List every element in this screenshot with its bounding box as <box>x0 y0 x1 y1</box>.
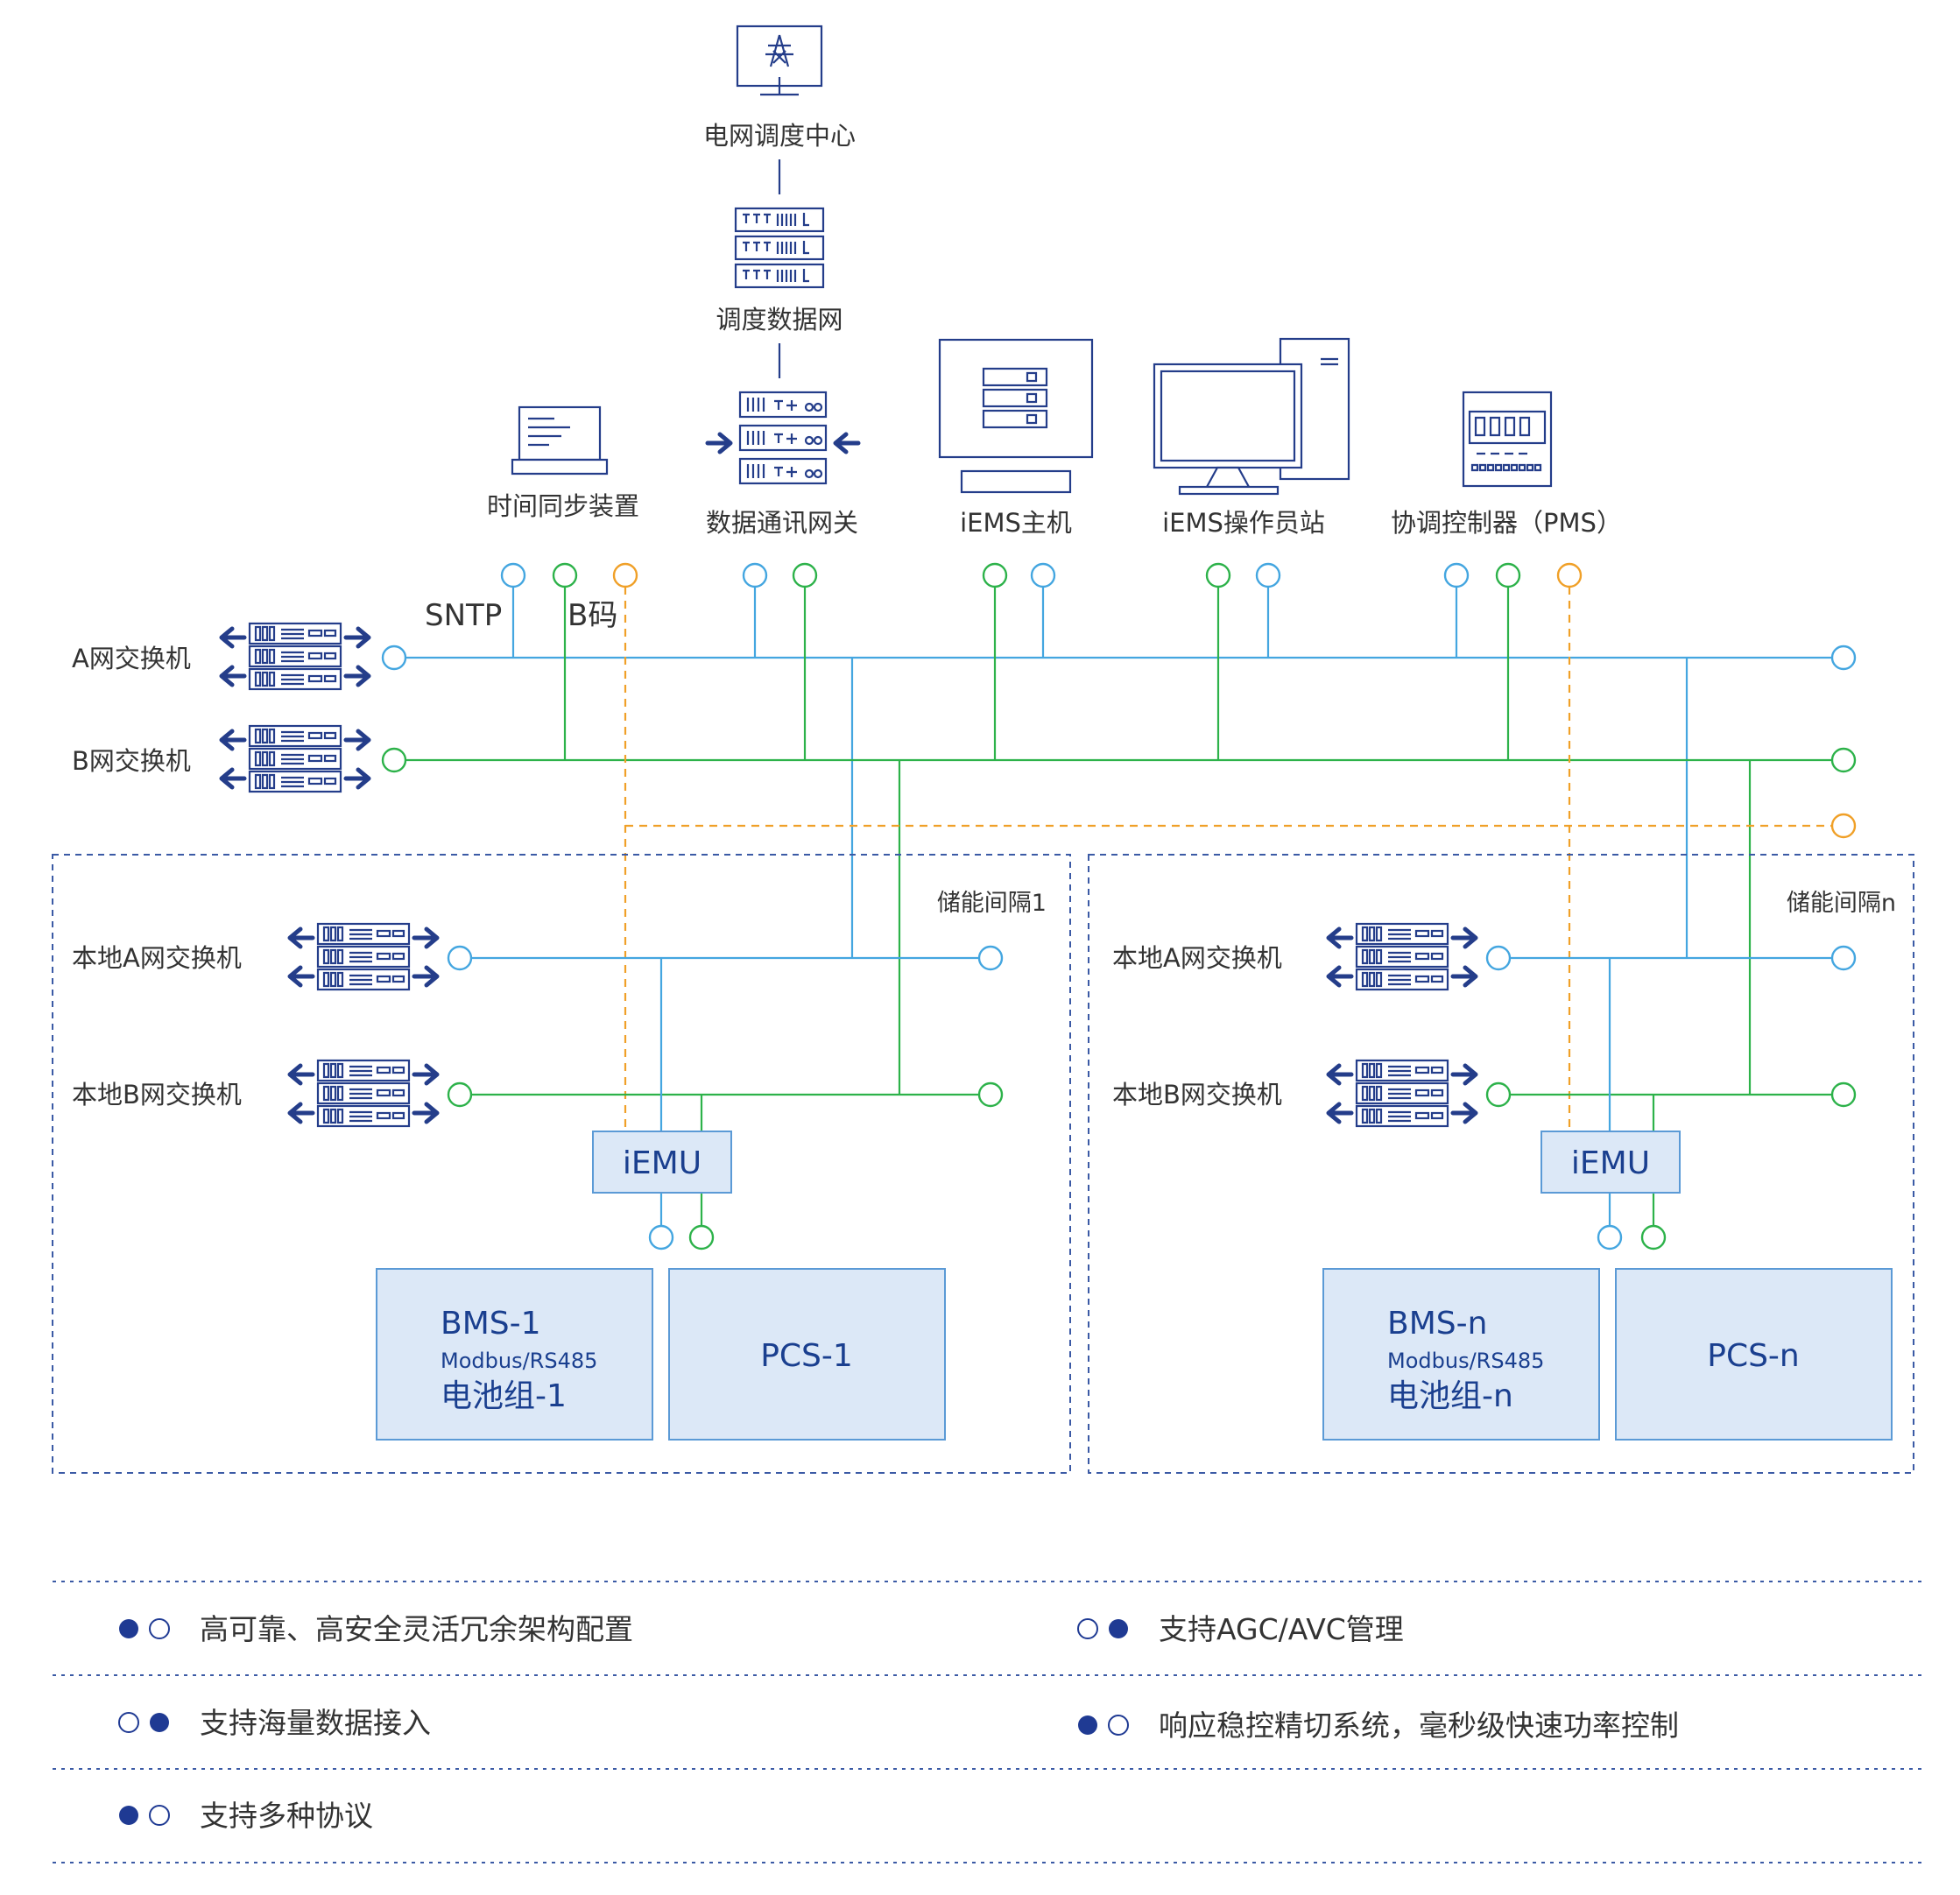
port-a <box>1255 562 1281 588</box>
port-a <box>381 645 407 671</box>
port-a <box>742 562 768 588</box>
iems-host-icon <box>938 338 1094 494</box>
time-sync-device-label: 时间同步装置 <box>487 491 639 521</box>
port-b <box>688 1224 715 1250</box>
a-network-bus <box>405 587 1832 958</box>
port-b <box>1495 562 1521 588</box>
port-sync <box>1556 562 1583 588</box>
bay-1-iemu-label: iEMU <box>623 1145 702 1181</box>
bay-n-local-b-switch-icon <box>1329 1060 1476 1126</box>
coordination-controller-icon <box>1462 391 1553 488</box>
port-b <box>381 747 407 773</box>
feature-bullet-icon <box>119 1618 170 1639</box>
grid-dispatch-center-icon <box>736 25 823 96</box>
port-b <box>1205 562 1231 588</box>
bay-n-pcs-label: PCS-n <box>1707 1338 1800 1374</box>
feature-item: 响应稳控精切系统，毫秒级快速功率控制 <box>1159 1708 1679 1743</box>
bay-1-zone <box>52 854 1071 1474</box>
feature-bullet-icon <box>119 1805 170 1826</box>
bay-n-local-b-label: 本地B网交换机 <box>1112 1080 1282 1110</box>
iems-host-label: iEMS主机 <box>960 508 1072 538</box>
bay-n-local-a-switch-icon <box>1329 924 1476 990</box>
feature-bullet-icon <box>1077 1618 1128 1639</box>
bay-1-bms-label: BMS-1 <box>441 1306 541 1342</box>
bay-n-local-a-label: 本地A网交换机 <box>1112 943 1282 973</box>
port-b <box>792 562 818 588</box>
port-a <box>1830 945 1857 971</box>
time-sync-bus <box>624 587 1832 1130</box>
bay-1-pcs-label: PCS-1 <box>760 1338 853 1374</box>
port-a <box>1597 1224 1623 1250</box>
iems-operator-station-label: iEMS操作员站 <box>1162 508 1325 538</box>
port-b <box>447 1081 473 1108</box>
bay-1-bms-box <box>376 1268 653 1441</box>
bay-1-battery-label: 电池组-1 <box>441 1378 567 1414</box>
port-a <box>447 945 473 971</box>
port-b <box>1485 1081 1512 1108</box>
sntp-label: SNTP <box>425 598 502 633</box>
bay-1-iemu <box>592 1131 732 1194</box>
bay-1-pcs-box <box>668 1268 946 1441</box>
a-net-switch-label: A网交换机 <box>72 644 191 673</box>
bay-n-bms-box <box>1322 1268 1600 1441</box>
port-a <box>1830 645 1857 671</box>
bay-n-bms-protocol: Modbus/RS485 <box>1387 1349 1544 1373</box>
port-sync <box>612 562 638 588</box>
coordination-controller-label: 协调控制器（PMS） <box>1391 508 1622 538</box>
feature-bullet-icon <box>1078 1715 1129 1736</box>
bay-n-bms-label: BMS-n <box>1387 1306 1487 1342</box>
bay-n-zone <box>1088 854 1914 1474</box>
port-a <box>500 562 526 588</box>
feature-item: 支持AGC/AVC管理 <box>1159 1612 1404 1646</box>
bay-1-bms-protocol: Modbus/RS485 <box>441 1349 597 1373</box>
bay-n-iemu <box>1541 1131 1681 1194</box>
port-a <box>977 945 1004 971</box>
port-sync <box>1830 813 1857 839</box>
bcode-label: B码 <box>568 598 617 633</box>
bay-1-local-b-switch-icon <box>290 1060 437 1126</box>
port-b <box>982 562 1008 588</box>
b-network-bus <box>405 587 1832 1095</box>
feature-item: 支持多种协议 <box>200 1799 373 1833</box>
bay-1-local-a-label: 本地A网交换机 <box>72 943 242 973</box>
port-b <box>1830 747 1857 773</box>
bay-n-iemu-label: iEMU <box>1571 1145 1650 1181</box>
port-b <box>552 562 578 588</box>
bay-1-title: 储能间隔1 <box>937 890 1047 917</box>
dispatch-data-network-label: 调度数据网 <box>716 305 843 335</box>
bay-1-local-b-label: 本地B网交换机 <box>72 1080 242 1110</box>
grid-dispatch-center-label: 电网调度中心 <box>703 121 856 151</box>
port-a <box>1030 562 1056 588</box>
time-sync-device-icon <box>511 405 609 476</box>
a-net-switch-icon <box>222 623 369 689</box>
bay-1-local-a-switch-icon <box>290 924 437 990</box>
feature-item: 支持海量数据接入 <box>200 1706 431 1740</box>
iems-operator-station-icon <box>1153 337 1350 496</box>
data-comm-gateway-label: 数据通讯网关 <box>706 508 858 538</box>
port-a <box>1443 562 1470 588</box>
bay-n-title: 储能间隔n <box>1787 890 1896 917</box>
port-a <box>648 1224 674 1250</box>
port-b <box>1640 1224 1667 1250</box>
b-net-switch-icon <box>222 726 369 792</box>
feature-item: 高可靠、高安全灵活冗余架构配置 <box>200 1612 633 1646</box>
port-b <box>977 1081 1004 1108</box>
bay-n-pcs-box <box>1615 1268 1893 1441</box>
bay-n-battery-label: 电池组-n <box>1387 1378 1513 1414</box>
data-comm-gateway-icon <box>705 391 861 485</box>
port-b <box>1830 1081 1857 1108</box>
dispatch-data-network-icon <box>734 207 825 289</box>
b-net-switch-label: B网交换机 <box>72 746 191 776</box>
feature-bullet-icon <box>118 1712 169 1733</box>
port-a <box>1485 945 1512 971</box>
